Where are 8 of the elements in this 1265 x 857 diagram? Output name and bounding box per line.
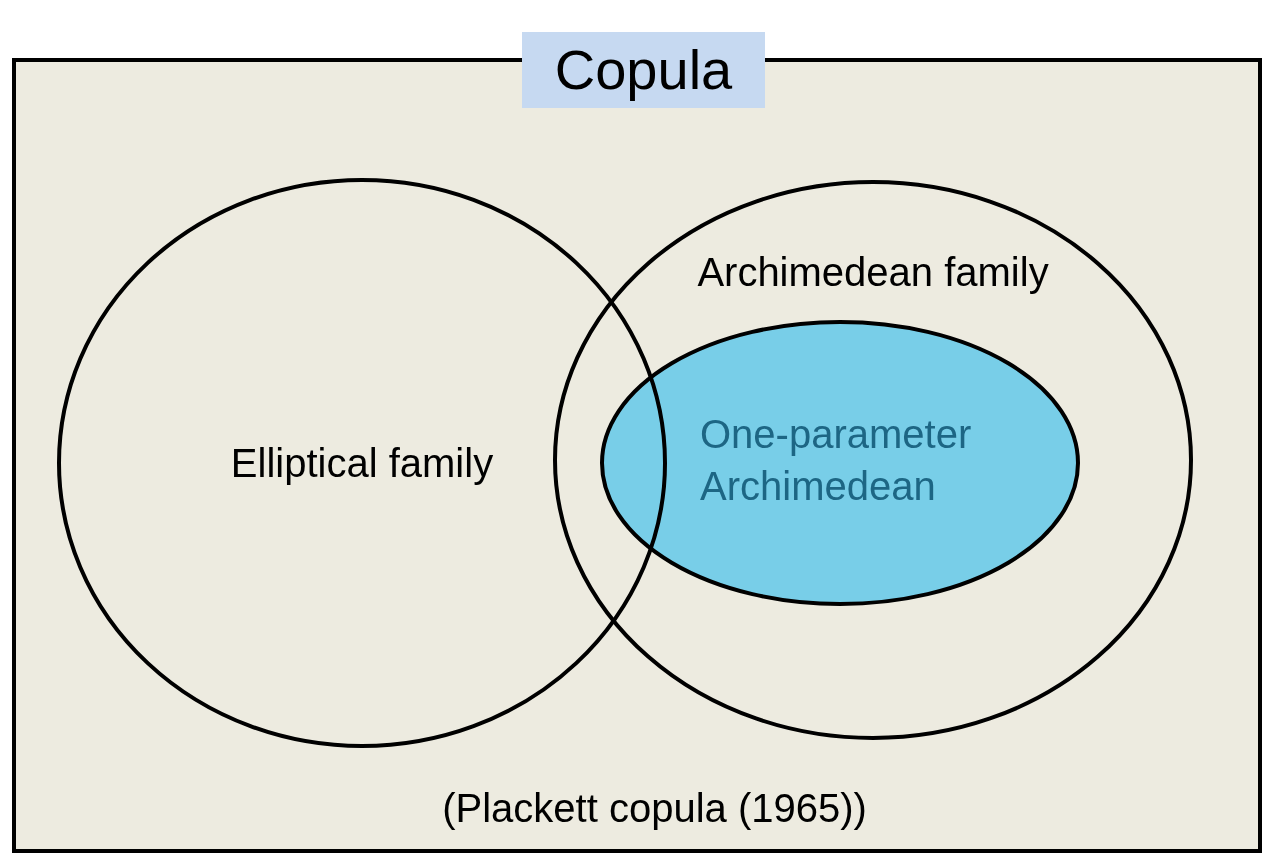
set-circle — [57, 178, 667, 748]
set-circle — [553, 180, 1193, 740]
set-label: Elliptical family — [229, 440, 495, 487]
set-label: Archimedean family — [696, 249, 1050, 296]
frame-title: Copula — [522, 32, 765, 108]
subset-ellipse — [600, 320, 1080, 606]
note-text: (Plackett copula (1965)) — [441, 785, 868, 832]
set-label: One-parameter Archimedean — [700, 411, 973, 510]
